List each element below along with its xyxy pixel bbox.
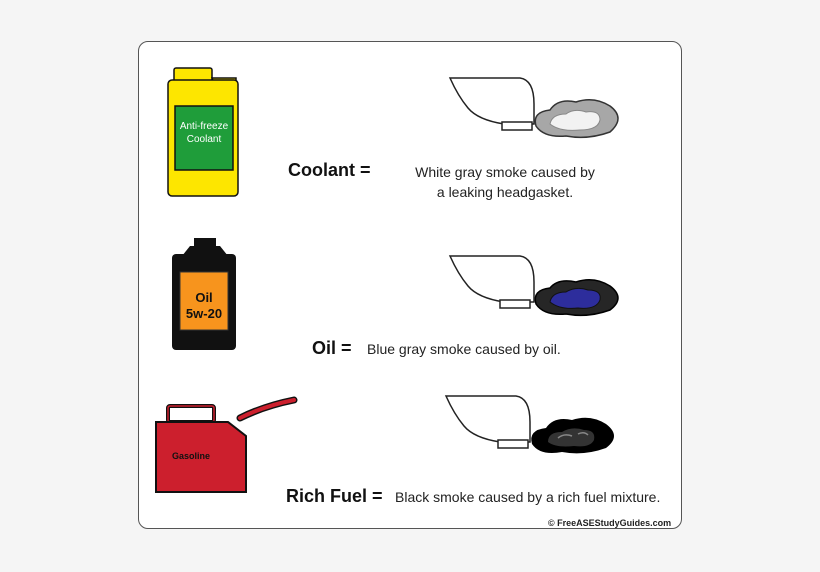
oil-bottle-label-line2: 5w-20: [185, 306, 223, 321]
oil-bottle-label: Oil 5w-20: [180, 290, 228, 322]
coolant-description-line1: White gray smoke caused by: [415, 164, 595, 180]
coolant-row-label: Coolant =: [288, 160, 371, 180]
oil-row-description: Blue gray smoke caused by oil.: [367, 341, 561, 357]
oil-row-label: Oil =: [312, 338, 352, 358]
gas-can-label: Gasoline: [172, 451, 211, 461]
gas-can-icon: [155, 396, 298, 493]
coolant-description-line2: a leaking headgasket.: [436, 184, 574, 200]
oil-bottle-label-line1: Oil: [195, 290, 213, 305]
coolant-row-description: White gray smoke caused by a leaking hea…: [396, 162, 614, 202]
rich-fuel-row-label: Rich Fuel =: [286, 486, 383, 506]
oil-bottle-icon: [172, 238, 236, 350]
rich-fuel-tailpipe-black-smoke-icon: [444, 395, 614, 454]
coolant-jug-label: Anti-freeze Coolant: [175, 120, 233, 146]
oil-tailpipe-blue-smoke-icon: [448, 255, 619, 317]
coolant-jug-label-line1: Anti-freeze: [179, 121, 229, 132]
rich-fuel-row-description: Black smoke caused by a rich fuel mixtur…: [395, 489, 661, 505]
coolant-jug-icon: [167, 67, 239, 197]
coolant-tailpipe-white-smoke-icon: [448, 77, 619, 139]
coolant-jug-label-line2: Coolant: [186, 134, 222, 145]
copyright-text: © FreeASEStudyGuides.com: [548, 518, 672, 528]
